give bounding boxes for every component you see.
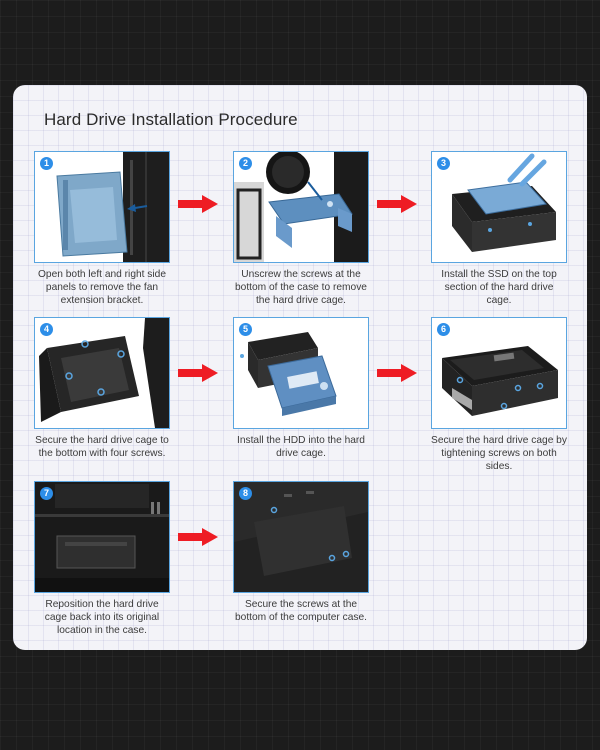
arrow-right-icon [178, 528, 218, 546]
step-7: 7 Reposition the hard drive cage back in… [34, 481, 170, 638]
step-4-number-badge: 4 [40, 323, 53, 336]
step-4-image: 4 [34, 317, 170, 429]
step-8-number-badge: 8 [239, 487, 252, 500]
step-4: 4 Secure the hard drive cage to the bott… [34, 317, 170, 460]
arrow-right-icon [377, 364, 417, 382]
step-7-image: 7 [34, 481, 170, 593]
step-4-caption: Secure the hard drive cage to the bottom… [35, 435, 169, 460]
step-6: 6 Secure the hard drive cage by tighteni… [431, 317, 567, 474]
step-1-number-badge: 1 [40, 157, 53, 170]
step-3-caption: Install the SSD on the top section of th… [441, 269, 557, 307]
step-2-image: 2 [233, 151, 369, 263]
step-1-image: 1 [34, 151, 170, 263]
step-2-caption: Unscrew the screws at the bottom of the … [235, 269, 367, 307]
arrow-right-icon [178, 364, 218, 382]
step-5: 5 Install the HDD into the hard drive ca… [233, 317, 369, 460]
step-3: 3 Install the SSD on the top section of … [431, 151, 567, 308]
step-6-caption: Secure the hard drive cage by tightening… [431, 435, 567, 473]
arrow-right-icon [377, 195, 417, 213]
step-3-image: 3 [431, 151, 567, 263]
step-7-number-badge: 7 [40, 487, 53, 500]
page-title: Hard Drive Installation Procedure [44, 110, 298, 129]
step-5-image: 5 [233, 317, 369, 429]
step-8-caption: Secure the screws at the bottom of the c… [235, 599, 367, 624]
step-6-image: 6 [431, 317, 567, 429]
step-5-number-badge: 5 [239, 323, 252, 336]
arrow-right-icon [178, 195, 218, 213]
step-2-number-badge: 2 [239, 157, 252, 170]
instruction-card: Hard Drive Installation Procedure 1 Open… [13, 85, 587, 650]
step-8: 8 Secure the screws at the bottom of the… [233, 481, 369, 624]
step-5-caption: Install the HDD into the hard drive cage… [237, 435, 365, 460]
step-7-caption: Reposition the hard drive cage back into… [44, 599, 160, 637]
step-1-caption: Open both left and right side panels to … [38, 269, 166, 307]
step-1: 1 Open both left and right side panels t… [34, 151, 170, 308]
step-3-number-badge: 3 [437, 157, 450, 170]
step-6-number-badge: 6 [437, 323, 450, 336]
step-2: 2 Unscrew the screws at the bottom of th… [233, 151, 369, 308]
step-8-image: 8 [233, 481, 369, 593]
